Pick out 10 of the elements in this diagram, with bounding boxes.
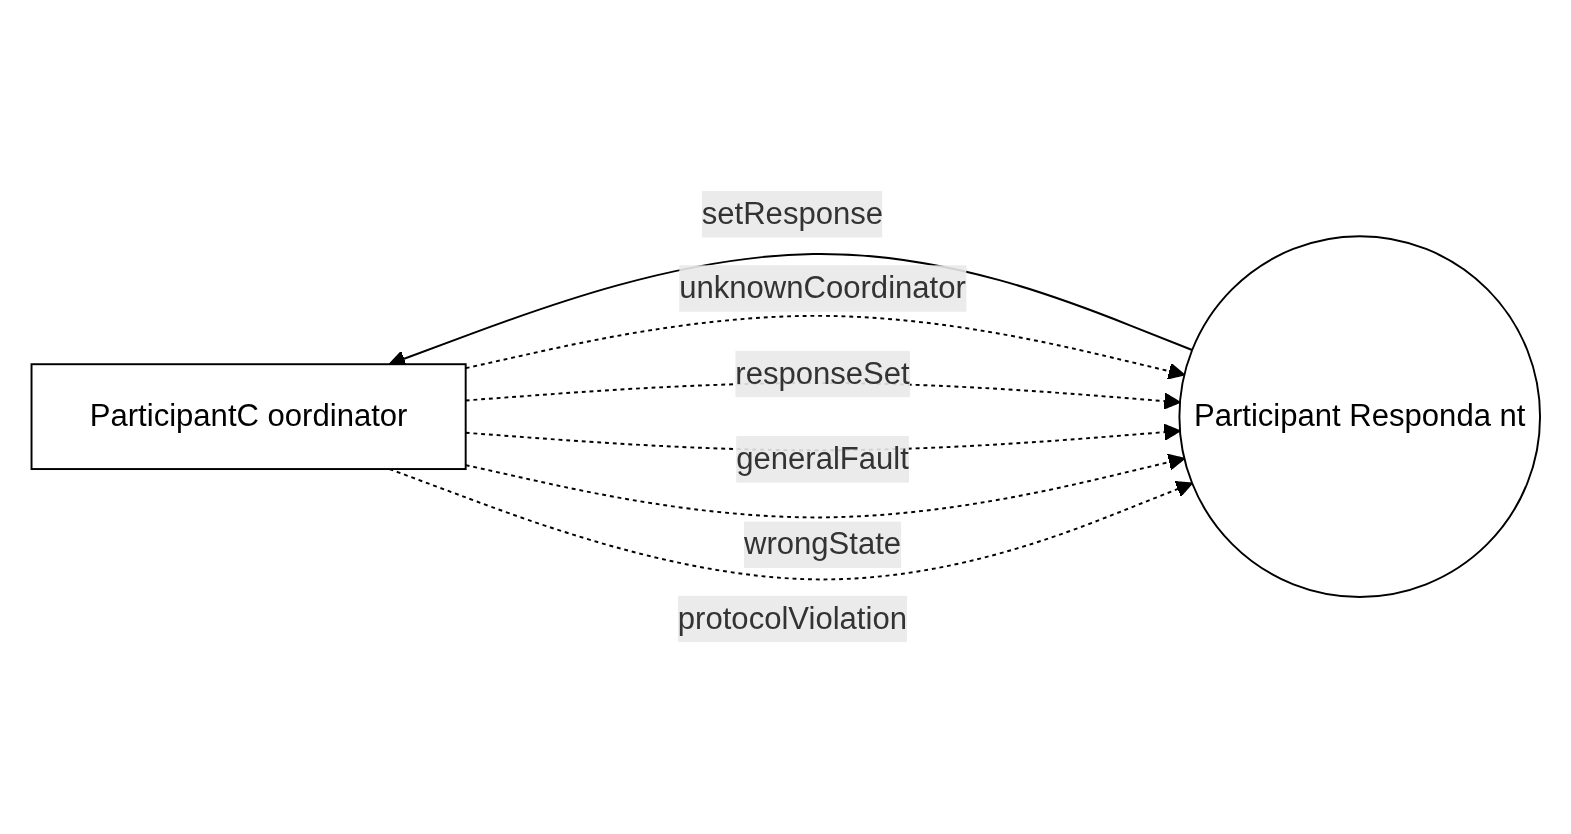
edge-label: responseSet [735,356,910,390]
edge-label: protocolViolation [677,601,907,635]
edge-label: wrongState [743,527,901,561]
node-circle: Participant Responda nt [1178,235,1541,599]
node-box: ParticipantC oordinator [30,363,467,471]
arrow [464,315,1185,380]
arrow [464,454,1185,519]
edge-label: setResponse [701,197,883,231]
edge-label: unknownCoordinator [678,271,966,305]
edge-label: generalFault [735,442,909,476]
